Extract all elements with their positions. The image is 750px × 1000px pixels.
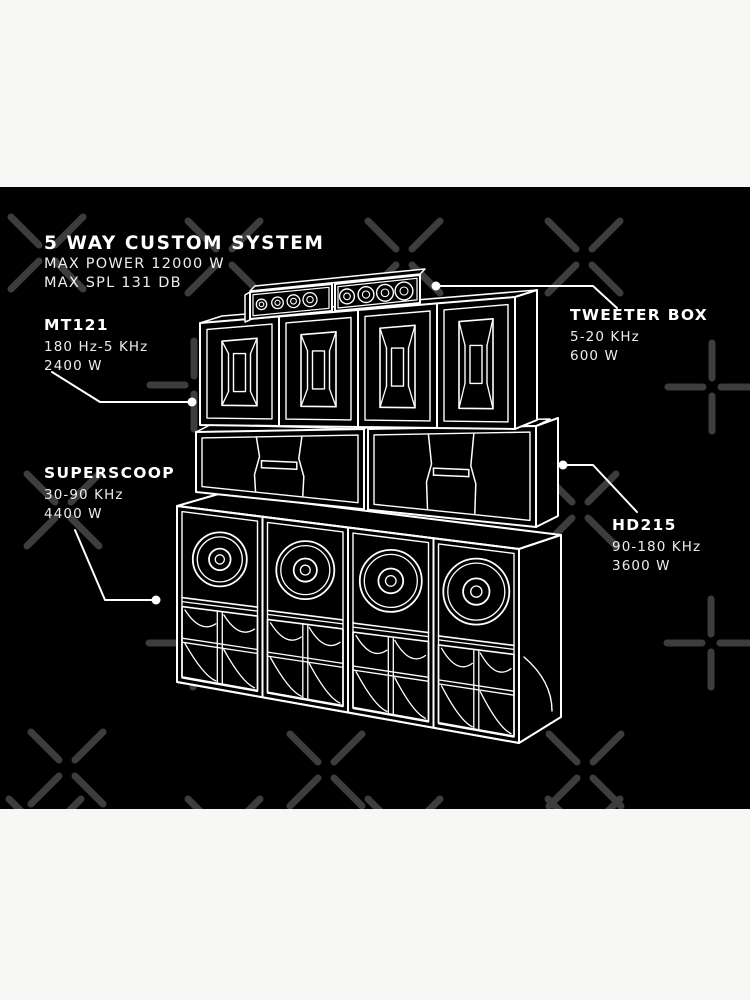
tweeter-row: [244, 268, 426, 323]
system-title: 5 WAY CUSTOM SYSTEM: [44, 233, 325, 254]
tweeter-range: 5-20 KHz: [570, 329, 640, 345]
mt121-power: 2400 W: [44, 358, 103, 374]
hd215-range: 90-180 KHz: [612, 539, 702, 555]
mt121-range: 180 Hz-5 KHz: [44, 339, 149, 355]
hd215-power: 3600 W: [612, 558, 671, 574]
title-block: 5 WAY CUSTOM SYSTEM MAX POWER 12000 W MA…: [44, 233, 325, 293]
superscoop-power: 4400 W: [44, 506, 103, 522]
tweeter-name: TWEETER BOX: [570, 306, 709, 324]
callout-superscoop: SUPERSCOOP 30-90 KHz 4400 W: [44, 463, 175, 524]
sound-system-illustration: [5, 213, 750, 809]
max-spl-line: MAX SPL 131 DB: [44, 275, 182, 291]
mt121-name: MT121: [44, 316, 109, 334]
callout-hd215: HD215 90-180 KHz 3600 W: [612, 515, 701, 576]
leader-lines: [51, 281, 638, 605]
superscoop-range: 30-90 KHz: [44, 487, 124, 503]
sound-system-poster: 5 WAY CUSTOM SYSTEM MAX POWER 12000 W MA…: [0, 187, 750, 809]
tweeter-power: 600 W: [570, 348, 619, 364]
callout-mt121: MT121 180 Hz-5 KHz 2400 W: [44, 315, 148, 376]
hd215-name: HD215: [612, 516, 677, 534]
callout-tweeter-box: TWEETER BOX 5-20 KHz 600 W: [570, 305, 708, 366]
superscoop-row: [176, 492, 562, 744]
superscoop-name: SUPERSCOOP: [44, 464, 175, 482]
max-power-line: MAX POWER 12000 W: [44, 256, 225, 272]
